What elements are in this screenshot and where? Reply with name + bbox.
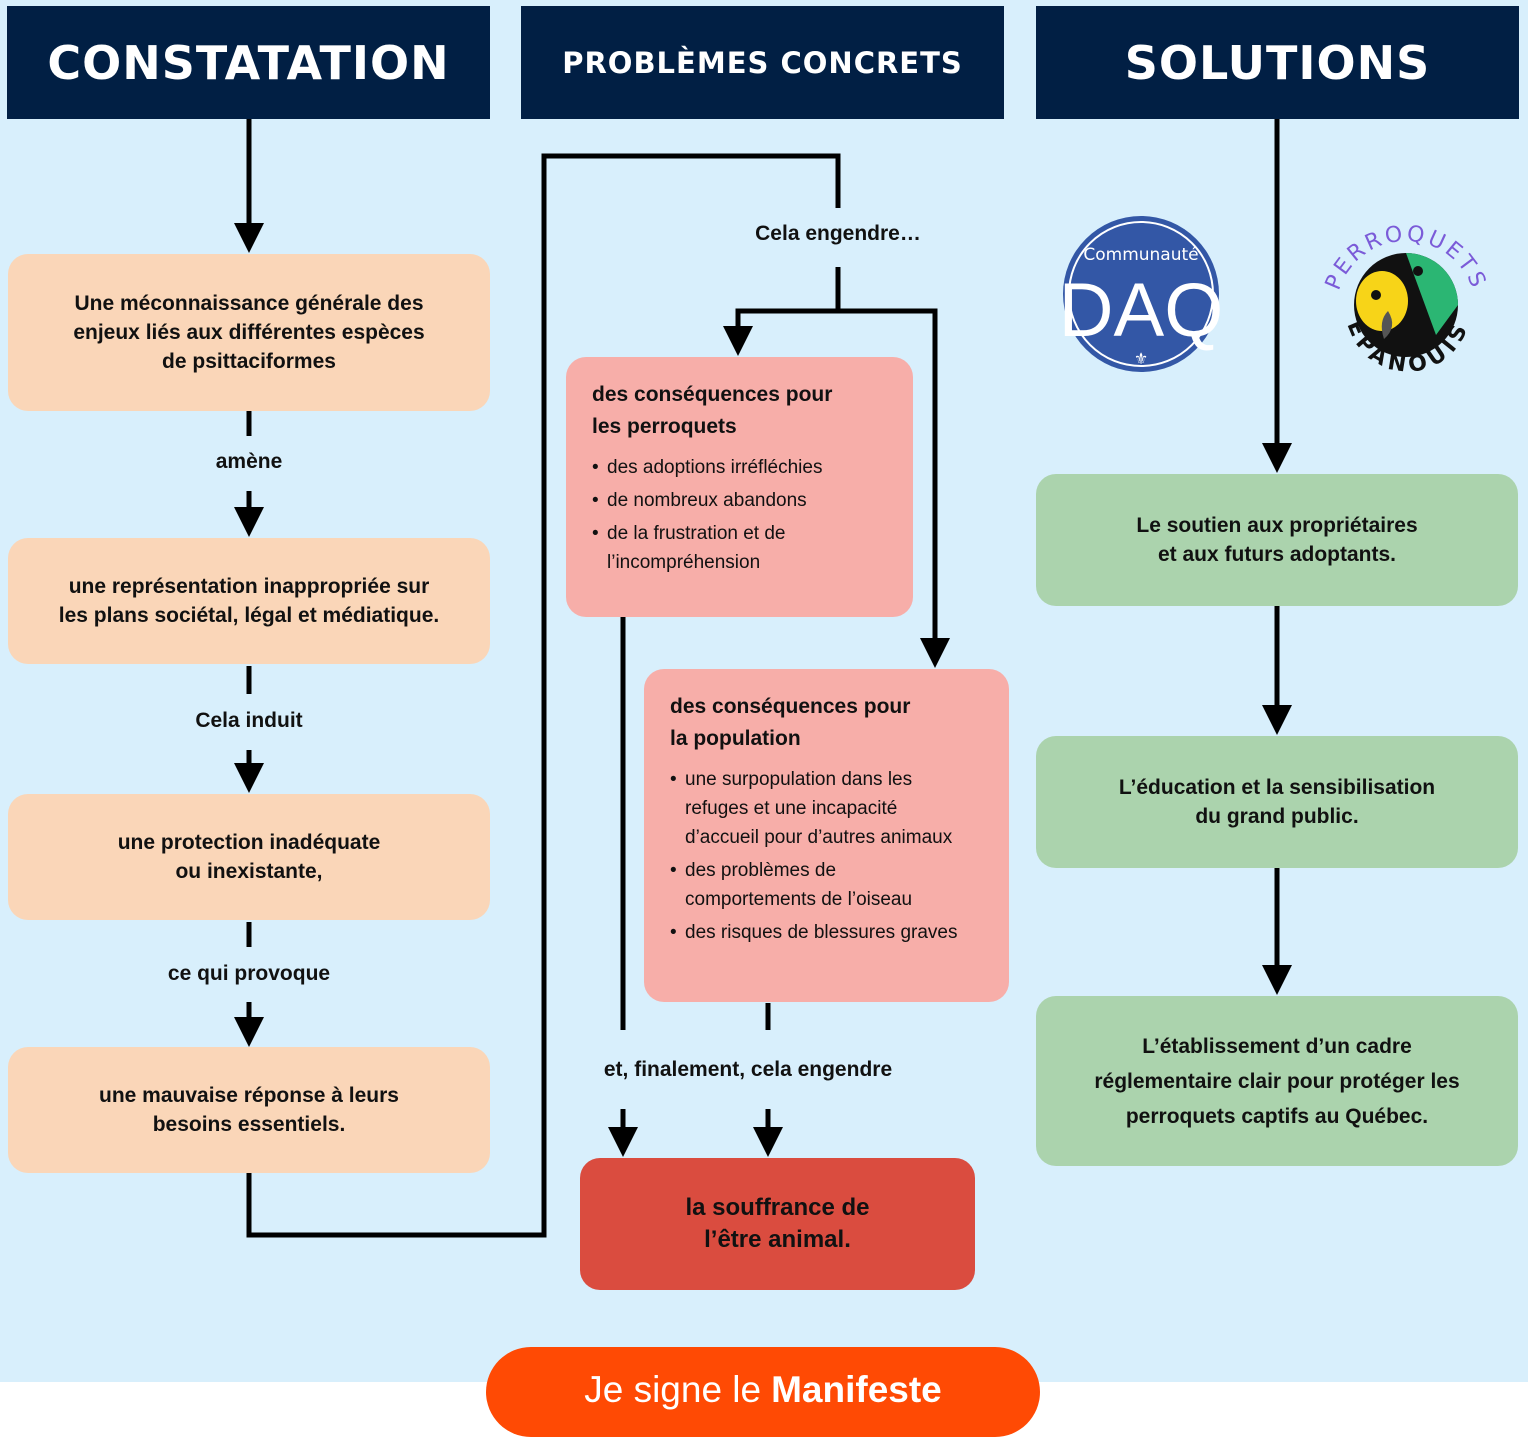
svg-text:DAQ: DAQ: [1059, 268, 1224, 353]
box-souffrance-animal: la souffrance de l’être animal.: [580, 1158, 975, 1290]
perroquets-epanouis-logo: PERROQUETS ÉPANOUIS: [1321, 221, 1488, 378]
list-item: •une surpopulation dans les refuges et u…: [670, 769, 953, 848]
consequences-population-list: •une surpopulation dans les refuges et u…: [670, 765, 987, 947]
constatation-box-mauvaise-reponse: une mauvaise réponse à leurs besoins ess…: [8, 1047, 490, 1173]
diagram-canvas: CONSTATATION PROBLÈMES CONCRETS SOLUTION…: [0, 0, 1528, 1382]
header-solutions: SOLUTIONS: [1036, 6, 1519, 119]
header-constatation: CONSTATATION: [7, 6, 490, 119]
list-item: •des problèmes de comportements de l’ois…: [670, 860, 913, 910]
header-problemes-concrets: PROBLÈMES CONCRETS: [521, 6, 1004, 119]
solution-box-education: L’éducation et la sensibilisation du gra…: [1036, 736, 1518, 868]
link-label-cela-induit: Cela induit: [195, 709, 303, 732]
svg-text:Communauté: Communauté: [1083, 245, 1198, 265]
box-consequences-perroquets: des conséquences pour les perroquets •de…: [566, 357, 913, 617]
constatation-box-representation: une représentation inappropriée sur les …: [8, 538, 490, 664]
constatation-box-meconnaissance: Une méconnaissance générale des enjeux l…: [8, 254, 490, 411]
link-label-cela-engendre: Cela engendre…: [755, 222, 921, 245]
link-label-finalement: et, finalement, cela engendre: [603, 1058, 893, 1081]
svg-text:⚜: ⚜: [1134, 349, 1148, 368]
link-label-amene: amène: [215, 450, 283, 473]
box-consequences-population: des conséquences pour la population •une…: [644, 669, 1009, 1002]
list-item: •des adoptions irréfléchies: [592, 457, 823, 478]
constatation-box-protection: une protection inadéquate ou inexistante…: [8, 794, 490, 920]
cta-prefix: Je signe le: [584, 1369, 762, 1410]
solution-box-soutien: Le soutien aux propriétaires et aux futu…: [1036, 474, 1518, 606]
sign-manifeste-button[interactable]: Je signe le Manifeste: [486, 1347, 1040, 1437]
line-col1-to-col2: [246, 153, 841, 1238]
list-item: •de nombreux abandons: [592, 490, 807, 511]
list-item: •des risques de blessures graves: [670, 922, 958, 943]
cta-strong: Manifeste: [771, 1369, 942, 1410]
connector-lines: [234, 119, 1292, 1238]
list-item: •de la frustration et de l’incompréhensi…: [592, 523, 786, 573]
link-label-ce-qui-provoque: ce qui provoque: [167, 962, 331, 985]
solution-box-cadre-reglementaire: L’établissement d’un cadre réglementaire…: [1036, 996, 1518, 1166]
consequences-population-title: des conséquences pour la population: [670, 695, 911, 750]
daq-logo: Communauté DAQ ⚜: [1059, 216, 1224, 372]
consequences-perroquets-list: •des adoptions irréfléchies •de nombreux…: [592, 453, 891, 577]
consequences-perroquets-title: des conséquences pour les perroquets: [592, 383, 833, 438]
